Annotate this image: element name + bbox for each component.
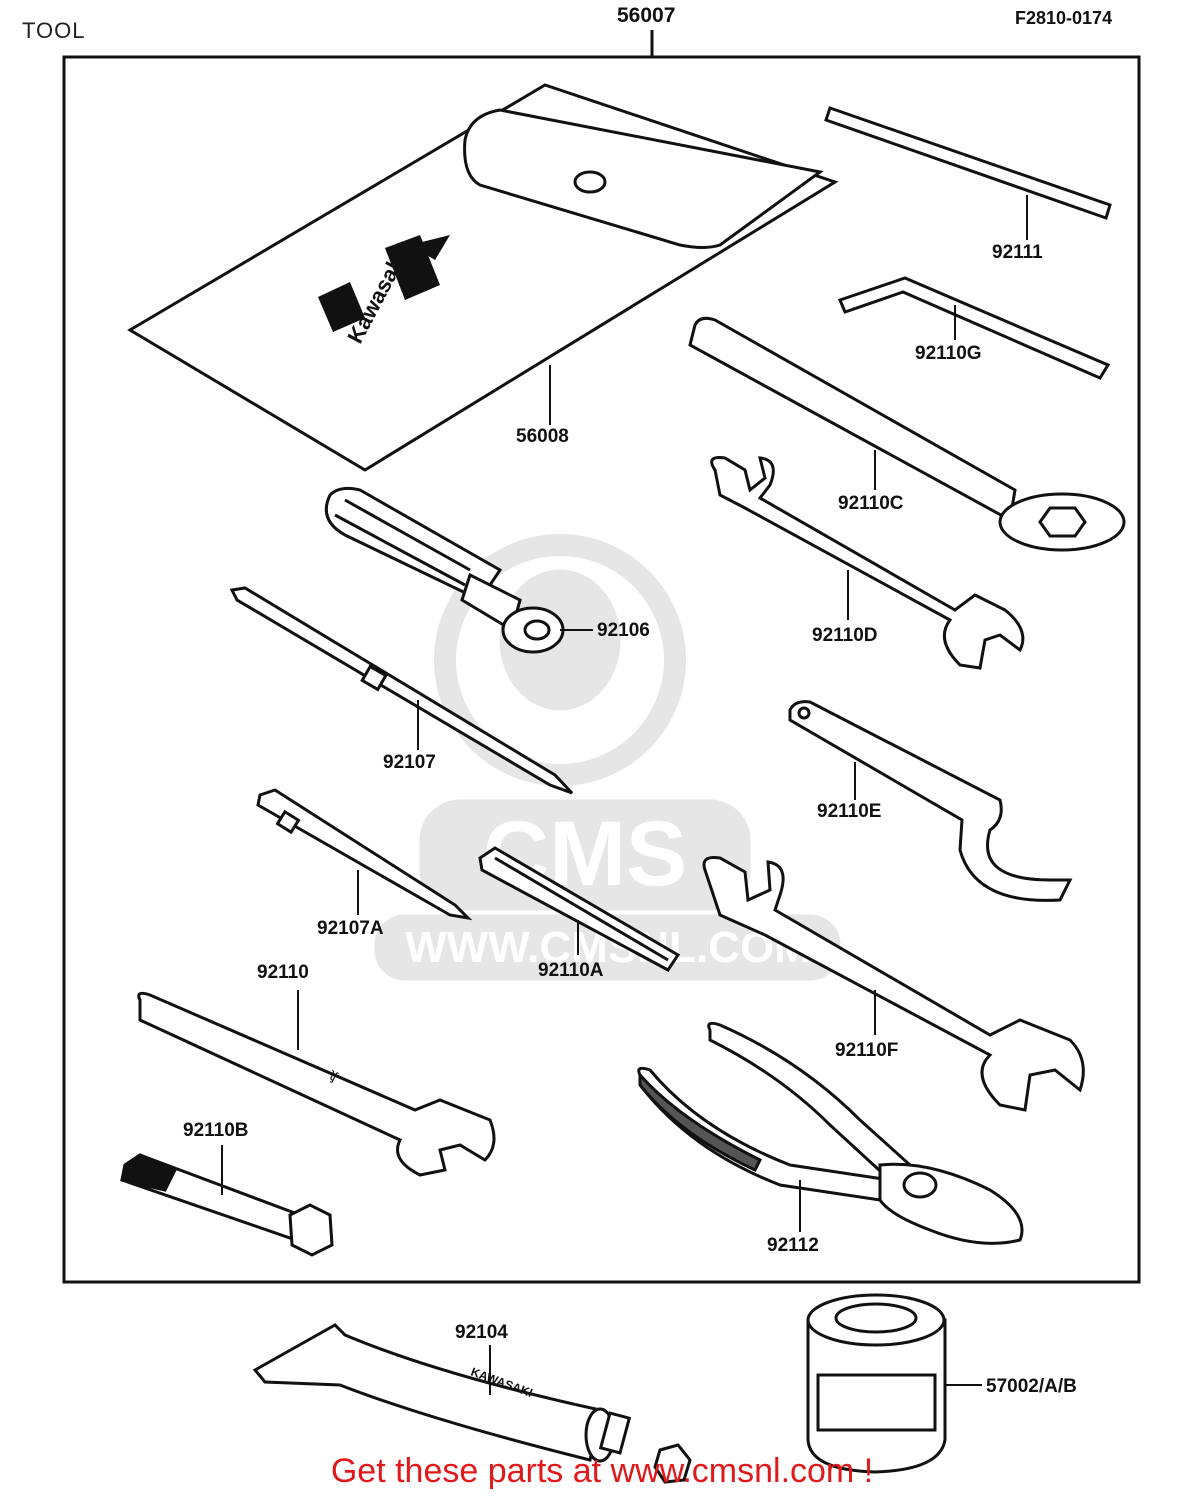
part-label-92110f[interactable]: 92110F (835, 1040, 899, 1061)
open-wrench (137, 991, 496, 1177)
part-label-92112[interactable]: 92112 (767, 1235, 819, 1256)
kit-frame (62, 55, 1141, 1284)
screwdriver-bit (229, 586, 574, 795)
watermark-mascot-icon (434, 534, 686, 786)
part-label-92111[interactable]: 92111 (992, 242, 1043, 263)
part-label-56007[interactable]: 56007 (617, 4, 676, 27)
part-label-92110b[interactable]: 92110B (183, 1120, 249, 1141)
part-label-92107[interactable]: 92107 (383, 752, 436, 773)
part-label-92110e[interactable]: 92110E (817, 801, 882, 822)
page-title: TOOL (22, 18, 86, 43)
watermark-brand: CMS (483, 803, 687, 905)
hook-spanner (788, 700, 1073, 902)
grease-tube (252, 1323, 692, 1484)
extension-bar (120, 1153, 334, 1257)
part-label-92110d[interactable]: 92110D (812, 625, 878, 646)
part-label-92110g[interactable]: 92110G (915, 343, 982, 364)
tommy-bar (824, 106, 1112, 220)
screwdriver-handle (324, 486, 565, 654)
figure-number: F2810-0174 (1015, 8, 1113, 28)
part-label-92110[interactable]: 92110 (257, 962, 309, 983)
kawasaki-logo-icon (318, 235, 450, 332)
part-label-57002[interactable]: 57002/A/B (986, 1376, 1077, 1397)
part-label-92110a[interactable]: 92110A (538, 960, 604, 981)
grease-can (806, 1293, 947, 1474)
open-wrench-d (710, 456, 1025, 670)
open-wrench-f (702, 856, 1085, 1112)
footer-link[interactable]: Get these parts at www.cmsnl.com ! (330, 1452, 874, 1490)
part-label-92107a[interactable]: 92107A (317, 918, 384, 939)
spark-plug-wrench (478, 846, 681, 972)
part-label-92110c[interactable]: 92110C (838, 493, 904, 514)
part-label-92106[interactable]: 92106 (597, 620, 650, 641)
part-label-56008[interactable]: 56008 (516, 426, 569, 447)
short-screwdriver (256, 788, 473, 921)
tool-pouch (127, 83, 839, 472)
pliers (637, 1021, 1024, 1245)
hex-key (837, 276, 1111, 380)
ring-wrench (688, 316, 1126, 552)
part-label-92104[interactable]: 92104 (455, 1322, 508, 1343)
